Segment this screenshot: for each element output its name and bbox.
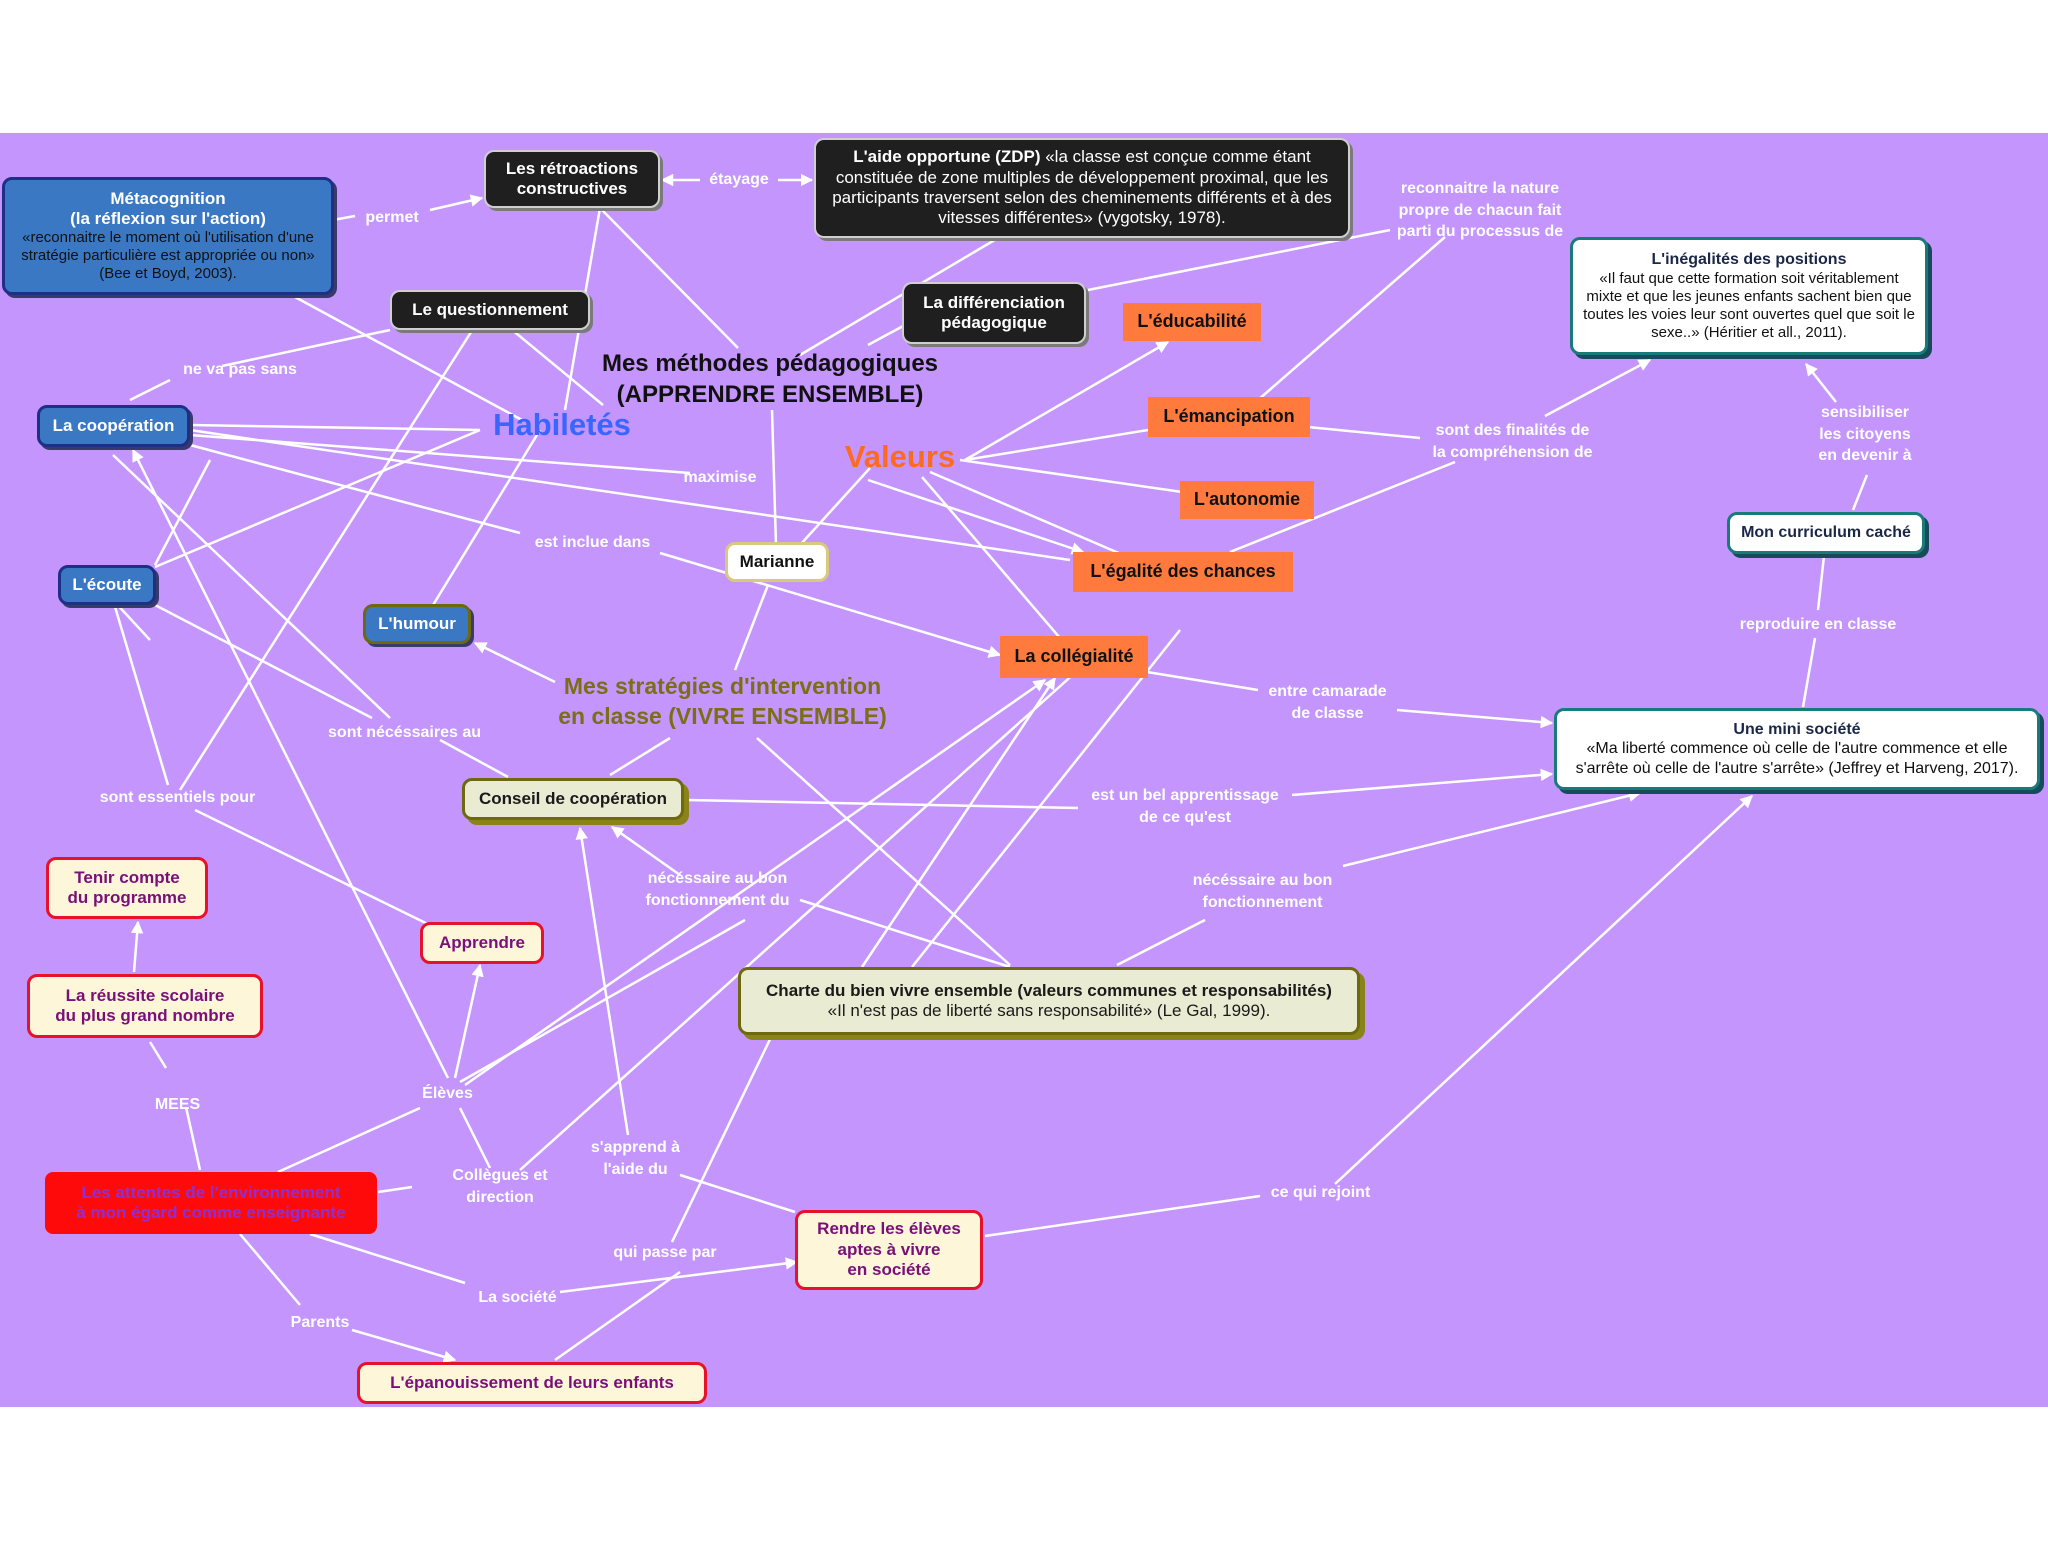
conseil-label: Conseil de coopération xyxy=(479,788,667,808)
marianne-label: Marianne xyxy=(739,551,815,571)
node-epanouissement[interactable]: L'épanouissement de leurs enfants xyxy=(357,1362,707,1404)
egalite-label: L'égalité des chances xyxy=(1090,561,1276,582)
mini-societe-title: Une mini société xyxy=(1733,721,1861,739)
node-aide-opportune[interactable]: L'aide opportune (ZDP) «la classe est co… xyxy=(814,138,1350,238)
node-conseil-cooperation[interactable]: Conseil de coopération xyxy=(462,778,684,820)
valeurs-title: Valeurs xyxy=(844,439,956,474)
label-sensibiliser: sensibiliser les citoyens en devenir à xyxy=(1818,404,1912,465)
humour-label: L'humour xyxy=(378,613,456,633)
node-humour[interactable]: L'humour xyxy=(363,604,471,644)
metacognition-title: Métacognition (la réflexion sur l'action… xyxy=(70,188,266,228)
apprendre-label: Apprendre xyxy=(439,932,525,952)
label-necessaire-bon: nécéssaire au bon fonctionnement xyxy=(1192,872,1333,911)
habiletes-title: Habiletés xyxy=(493,407,631,442)
node-rendre-eleves[interactable]: Rendre les élèves aptes à vivre en socié… xyxy=(795,1210,983,1290)
label-sapprend: s'apprend à l'aide du xyxy=(590,1139,681,1178)
node-egalite-chances[interactable]: L'égalité des chances xyxy=(1073,552,1293,592)
node-ecoute[interactable]: L'écoute xyxy=(58,565,156,605)
label-ne-va-pas-sans: ne va pas sans xyxy=(183,361,297,378)
node-metacognition[interactable]: Métacognition (la réflexion sur l'action… xyxy=(2,177,334,295)
aide-quote: «la classe est conçue comme étant consti… xyxy=(832,147,1332,228)
node-collegialite[interactable]: La collégialité xyxy=(1000,636,1148,678)
label-eleves: Élèves xyxy=(422,1085,473,1102)
node-reussite-scolaire[interactable]: La réussite scolaire du plus grand nombr… xyxy=(27,974,263,1038)
reussite-label: La réussite scolaire du plus grand nombr… xyxy=(55,985,235,1025)
retroactions-label: Les rétroactions constructives xyxy=(505,158,639,198)
mini-societe-quote: «Ma liberté commence où celle de l'autre… xyxy=(1575,740,2019,777)
node-cooperation[interactable]: La coopération xyxy=(37,405,190,447)
inegalites-title: L'inégalités des positions xyxy=(1651,251,1847,269)
label-sont-essentiels: sont essentiels pour xyxy=(99,789,256,806)
autonomie-label: L'autonomie xyxy=(1193,489,1301,510)
label-la-societe: La société xyxy=(478,1289,557,1306)
emancipation-label: L'émancipation xyxy=(1163,406,1295,427)
label-collegues: Collègues et direction xyxy=(452,1167,548,1206)
label-parents: Parents xyxy=(290,1314,350,1331)
label-sont-des-finalites: sont des finalités de la compréhension d… xyxy=(1432,422,1593,461)
questionnement-label: Le questionnement xyxy=(412,299,568,319)
node-marianne[interactable]: Marianne xyxy=(725,542,829,582)
rendre-label: Rendre les élèves aptes à vivre en socié… xyxy=(817,1219,961,1280)
strategies-title: Mes stratégies d'intervention en classe … xyxy=(558,673,887,729)
node-attentes[interactable]: Les attentes de l'environnement à mon ég… xyxy=(45,1172,377,1234)
label-reconnaitre: reconnaitre la nature propre de chacun f… xyxy=(1396,180,1564,241)
label-reproduire: reproduire en classe xyxy=(1739,616,1897,633)
tenir-compte-label: Tenir compte du programme xyxy=(67,867,187,907)
node-questionnement[interactable]: Le questionnement xyxy=(390,290,590,330)
node-retroactions[interactable]: Les rétroactions constructives xyxy=(484,150,660,208)
label-permet: permet xyxy=(365,209,419,226)
label-entre-camarade: entre camarade de classe xyxy=(1268,683,1387,722)
charte-title: Charte du bien vivre ensemble (valeurs c… xyxy=(766,980,1332,1000)
epanouissement-label: L'épanouissement de leurs enfants xyxy=(390,1372,674,1392)
node-apprendre[interactable]: Apprendre xyxy=(420,922,544,964)
inegalites-quote: «Il faut que cette formation soit vérita… xyxy=(1583,269,1915,341)
metacognition-quote: «reconnaitre le moment où l'utilisation … xyxy=(21,229,315,283)
node-inegalites-positions[interactable]: L'inégalités des positions «Il faut que … xyxy=(1570,237,1928,355)
node-curriculum-cache[interactable]: Mon curriculum caché xyxy=(1727,512,1925,554)
charte-quote: «Il n'est pas de liberté sans responsabi… xyxy=(827,1001,1271,1020)
aide-title: L'aide opportune (ZDP) xyxy=(853,147,1041,167)
cooperation-label: La coopération xyxy=(52,415,175,435)
methodes-title: Mes méthodes pédagogiques (APPRENDRE ENS… xyxy=(601,350,939,409)
label-maximise: maximise xyxy=(683,469,757,486)
educabilite-label: L'éducabilité xyxy=(1137,311,1247,332)
node-emancipation[interactable]: L'émancipation xyxy=(1148,397,1310,437)
label-sont-necessaires: sont nécéssaires au xyxy=(328,724,481,741)
label-qui-passe-par: qui passe par xyxy=(613,1244,717,1261)
label-mees: MEES xyxy=(154,1096,201,1113)
curriculum-label: Mon curriculum caché xyxy=(1741,524,1911,542)
label-est-inclue-dans: est inclue dans xyxy=(534,534,651,551)
node-educabilite[interactable]: L'éducabilité xyxy=(1123,303,1261,341)
label-etayage: étayage xyxy=(709,171,769,188)
ecoute-label: L'écoute xyxy=(72,574,142,594)
label-bel-apprentissage: est un bel apprentissage de ce qu'est xyxy=(1091,787,1279,826)
differenciation-label: La différenciation pédagogique xyxy=(923,292,1065,332)
aide-text: L'aide opportune (ZDP) «la classe est co… xyxy=(830,147,1334,229)
label-ce-qui-rejoint: ce qui rejoint xyxy=(1270,1184,1371,1201)
node-differenciation[interactable]: La différenciation pédagogique xyxy=(902,282,1086,344)
node-autonomie[interactable]: L'autonomie xyxy=(1180,481,1314,519)
collegialite-label: La collégialité xyxy=(1014,646,1134,667)
node-tenir-compte[interactable]: Tenir compte du programme xyxy=(46,857,208,919)
label-necessaire-bon-du: nécéssaire au bon fonctionnement du xyxy=(645,870,790,909)
node-mini-societe[interactable]: Une mini société «Ma liberté commence où… xyxy=(1554,708,2040,790)
attentes-label: Les attentes de l'environnement à mon ég… xyxy=(76,1182,346,1222)
node-charte[interactable]: Charte du bien vivre ensemble (valeurs c… xyxy=(738,967,1360,1035)
